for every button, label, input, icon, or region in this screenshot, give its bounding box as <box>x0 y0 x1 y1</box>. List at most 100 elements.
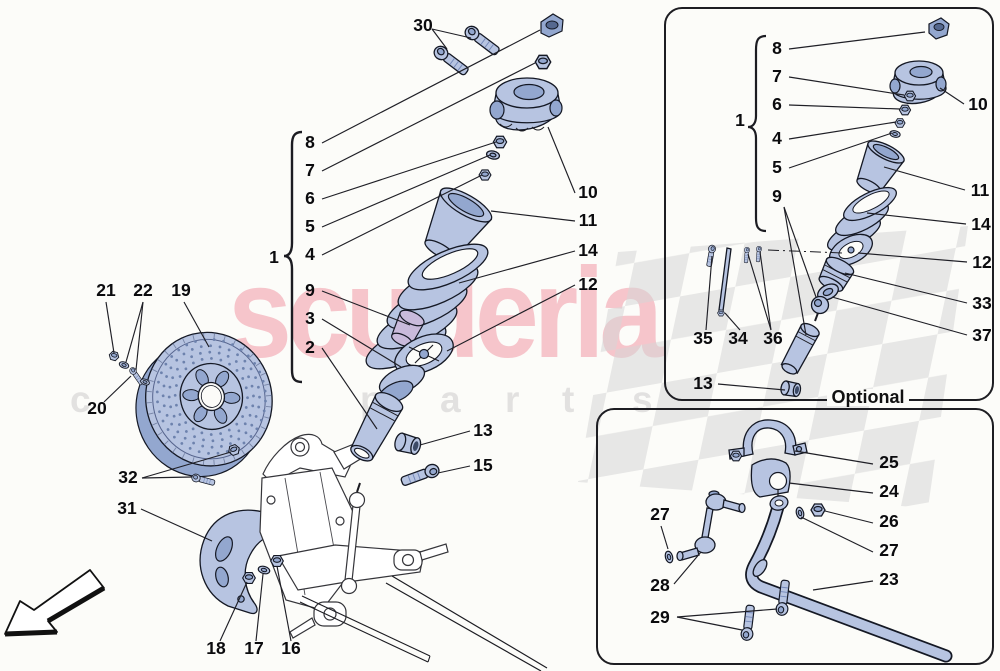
callout-16: 16 <box>281 638 301 658</box>
leader-line-8 <box>321 29 541 144</box>
leader-line-33 <box>844 272 968 304</box>
callout-10: 10 <box>968 94 988 114</box>
leader-line-13 <box>717 383 786 391</box>
callout-33: 33 <box>972 293 992 313</box>
optional-spring-seat <box>829 233 873 267</box>
leader-line-11 <box>883 166 966 191</box>
watermark-tagline-letter: r <box>505 379 519 420</box>
leader-line-29 <box>676 608 778 618</box>
leader-line-9 <box>783 206 807 336</box>
leader-line-5 <box>321 154 491 228</box>
leader-line-17 <box>255 573 264 642</box>
callout-20: 20 <box>87 398 107 418</box>
optional-collar-33 <box>818 256 855 292</box>
leader-line-18 <box>219 581 248 642</box>
callout-7: 7 <box>305 160 315 180</box>
callout-10: 10 <box>578 182 598 202</box>
callout-27: 27 <box>879 540 898 560</box>
stabilizer-box-border <box>596 408 994 665</box>
leader-line-19 <box>183 301 210 348</box>
optional-group-1-bracket <box>747 34 767 233</box>
leader-line-37 <box>831 296 968 336</box>
disc-drill-pattern <box>155 338 267 455</box>
washer-27-left <box>663 549 675 565</box>
leader-line-24 <box>788 482 874 494</box>
direction-arrow <box>4 569 106 637</box>
leader-line-35 <box>705 255 713 331</box>
leader-line-27 <box>660 525 669 550</box>
callout-9: 9 <box>772 186 782 206</box>
washer-5 <box>485 149 501 161</box>
callout-19: 19 <box>171 280 191 300</box>
disc-hub-cutouts <box>182 369 241 424</box>
callout-4: 4 <box>772 128 782 148</box>
nut-16 <box>270 555 284 567</box>
leader-line-13 <box>419 430 471 446</box>
leader-line-6 <box>321 141 497 200</box>
leader-line-32 <box>141 451 232 479</box>
leader-line-4 <box>321 174 483 256</box>
callout-34: 34 <box>728 328 748 348</box>
leader-line-16 <box>276 565 292 642</box>
optional-nut-4 <box>894 118 906 128</box>
callout-29: 29 <box>650 607 670 627</box>
leader-line-30 <box>431 28 472 39</box>
optional-caption: Optional <box>832 387 905 407</box>
shock-absorber-assembly <box>350 13 564 489</box>
stabilizer-bar <box>745 495 953 663</box>
callout-24: 24 <box>879 481 899 501</box>
leader-line-4 <box>788 121 897 140</box>
leader-line-23 <box>812 580 874 591</box>
optional-washer-5 <box>888 129 902 139</box>
watermark-tagline-letter: c <box>70 379 91 420</box>
callout-30: 30 <box>413 15 433 35</box>
nut-26 <box>810 503 826 517</box>
leader-line-27 <box>800 516 874 553</box>
callout-11: 11 <box>579 210 598 230</box>
axle-rod <box>385 575 548 671</box>
centerline <box>767 249 844 254</box>
optional-bushing-13 <box>780 380 802 398</box>
callout-15: 15 <box>473 455 493 475</box>
callout-1: 1 <box>269 247 279 267</box>
callout-8: 8 <box>772 38 782 58</box>
callout-22: 22 <box>133 280 153 300</box>
optional-ring-37 <box>817 283 839 301</box>
bushing-13 <box>394 432 422 456</box>
shock-body <box>350 364 426 462</box>
washer-22a <box>117 360 131 370</box>
optional-bump-ball-9 <box>810 295 830 322</box>
watermark-tagline-letter: t <box>562 379 574 420</box>
leader-line-14 <box>866 212 967 225</box>
brake-disc <box>135 331 273 478</box>
callout-13: 13 <box>693 373 713 393</box>
leader-line-7 <box>788 76 905 96</box>
suspension-upright <box>259 433 548 671</box>
nut-7 <box>534 54 552 70</box>
dust-boot <box>424 187 493 261</box>
callout-32: 32 <box>118 467 138 487</box>
spring-seat <box>394 333 454 375</box>
bolt-30a <box>430 42 472 79</box>
callout-5: 5 <box>305 216 315 236</box>
callout-4: 4 <box>305 244 315 264</box>
leader-line-36 <box>747 253 772 331</box>
top-mount <box>489 77 563 132</box>
bolt-15 <box>399 461 442 489</box>
leader-line-34 <box>724 312 741 331</box>
optional-clamp-8 <box>928 17 950 40</box>
callout-14: 14 <box>971 214 991 234</box>
leader-line-9 <box>783 206 817 298</box>
leader-line-11 <box>490 210 576 222</box>
leader-line-20 <box>103 375 132 403</box>
callout-12: 12 <box>578 274 598 294</box>
callout-11: 11 <box>971 180 990 200</box>
callout-35: 35 <box>693 328 713 348</box>
dust-shield <box>199 509 294 615</box>
leader-line-2 <box>321 347 378 430</box>
optional-nut-6 <box>898 104 912 116</box>
leader-line-31 <box>140 508 213 542</box>
